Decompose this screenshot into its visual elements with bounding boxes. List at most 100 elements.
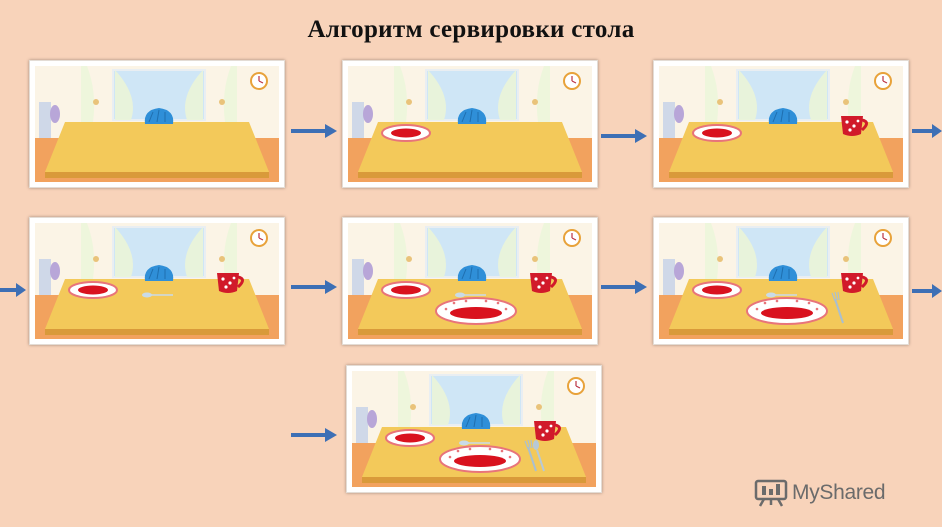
- spoon-icon: [766, 292, 797, 298]
- curtain-left: [394, 66, 408, 122]
- curtain-left: [705, 223, 719, 279]
- bowl-icon: [439, 445, 521, 473]
- arrow-right-icon: [601, 129, 647, 143]
- side-shelf: [39, 259, 51, 299]
- step-3-scene: [659, 66, 903, 182]
- step-7-scene: [352, 371, 596, 487]
- plate-icon: [692, 281, 742, 299]
- table-edge: [669, 329, 893, 335]
- bowl-icon: [746, 297, 828, 325]
- knife-icon: [533, 440, 545, 472]
- napkin-icon: [457, 265, 487, 281]
- curtain-right: [847, 223, 861, 279]
- bowl-icon: [435, 297, 517, 325]
- plate-icon: [381, 124, 431, 142]
- napkin-icon: [768, 108, 798, 124]
- step-1-scene: [35, 66, 279, 182]
- arrow-right-icon: [291, 428, 337, 442]
- side-shelf: [663, 259, 675, 299]
- cup-icon: [534, 421, 561, 441]
- curtain-right: [540, 371, 554, 427]
- cup-icon: [217, 273, 244, 293]
- side-shelf: [356, 407, 368, 447]
- cup-icon: [841, 273, 868, 293]
- napkin-icon: [144, 108, 174, 124]
- step-4-frame: [29, 217, 285, 345]
- spoon-icon: [459, 440, 490, 446]
- curtain-right: [536, 223, 550, 279]
- table-edge: [358, 172, 582, 178]
- clock-icon: [874, 72, 892, 90]
- step-2-scene: [348, 66, 592, 182]
- napkin-icon: [768, 265, 798, 281]
- spoon-icon: [455, 292, 486, 298]
- curtain-right: [223, 223, 237, 279]
- step-5-scene: [348, 223, 592, 339]
- arrow-right-icon: [601, 280, 647, 294]
- plate-icon: [385, 429, 435, 447]
- clock-icon: [874, 229, 892, 247]
- table-edge: [362, 477, 586, 483]
- curtain-right: [223, 66, 237, 122]
- logo-text: MyShared: [792, 481, 886, 504]
- curtain-left: [81, 66, 95, 122]
- table-edge: [45, 172, 269, 178]
- page-title: Алгоритм сервировки стола: [307, 16, 635, 43]
- fork-icon: [524, 439, 537, 472]
- window: [81, 223, 237, 279]
- fork-icon: [831, 291, 844, 324]
- curtain-left: [81, 223, 95, 279]
- arrow-right-icon: [912, 124, 942, 138]
- step-3-frame: [653, 60, 909, 188]
- myshared-logo: MyShared: [754, 478, 886, 508]
- clock-icon: [563, 229, 581, 247]
- window: [81, 66, 237, 122]
- napkin-icon: [144, 265, 174, 281]
- toy-figure: [674, 105, 684, 123]
- arrow-right-icon: [291, 124, 337, 138]
- plate-icon: [381, 281, 431, 299]
- curtain-left: [398, 371, 412, 427]
- presentation-board-icon: [754, 479, 788, 507]
- arrow-right-icon: [0, 283, 26, 297]
- step-7-frame: [346, 365, 602, 493]
- table-edge: [669, 172, 893, 178]
- clock-icon: [250, 229, 268, 247]
- side-shelf: [352, 259, 364, 299]
- table-edge: [45, 329, 269, 335]
- toy-figure: [363, 105, 373, 123]
- toy-figure: [363, 262, 373, 280]
- toy-figure: [50, 262, 60, 280]
- side-shelf: [663, 102, 675, 142]
- side-shelf: [39, 102, 51, 142]
- spoon-icon: [142, 292, 173, 298]
- cup-icon: [530, 273, 557, 293]
- toy-figure: [367, 410, 377, 428]
- step-6-frame: [653, 217, 909, 345]
- napkin-icon: [461, 413, 491, 429]
- window: [705, 223, 861, 279]
- table-top: [45, 122, 269, 172]
- curtain-left: [705, 66, 719, 122]
- step-4-scene: [35, 223, 279, 339]
- toy-figure: [50, 105, 60, 123]
- curtain-right: [536, 66, 550, 122]
- clock-icon: [567, 377, 585, 395]
- side-shelf: [352, 102, 364, 142]
- clock-icon: [250, 72, 268, 90]
- plate-icon: [68, 281, 118, 299]
- plate-icon: [692, 124, 742, 142]
- arrow-right-icon: [291, 280, 337, 294]
- curtain-left: [394, 223, 408, 279]
- arrow-right-icon: [912, 284, 942, 298]
- table-edge: [358, 329, 582, 335]
- step-5-frame: [342, 217, 598, 345]
- clock-icon: [563, 72, 581, 90]
- toy-figure: [674, 262, 684, 280]
- step-2-frame: [342, 60, 598, 188]
- cup-icon: [841, 116, 868, 136]
- step-6-scene: [659, 223, 903, 339]
- window: [398, 371, 554, 427]
- step-1-frame: [29, 60, 285, 188]
- napkin-icon: [457, 108, 487, 124]
